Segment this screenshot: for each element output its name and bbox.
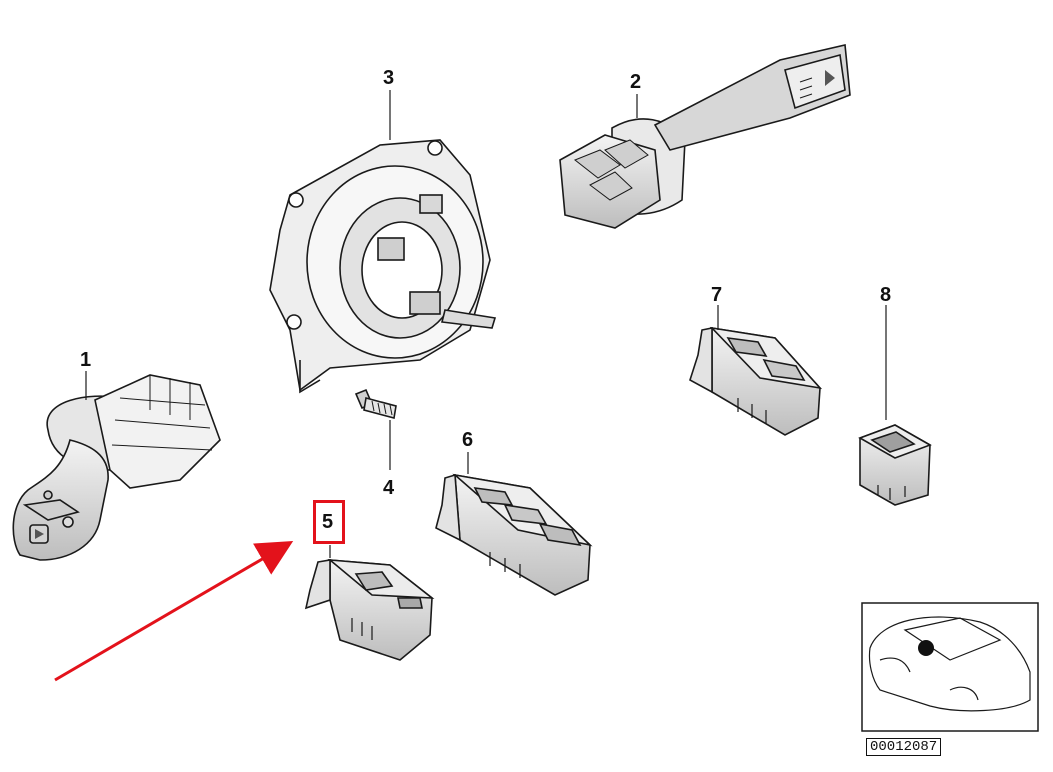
reference-code: 00012087: [866, 738, 942, 756]
highlight-box: [313, 500, 345, 544]
part-6-switch-block: [435, 473, 593, 596]
part-7-switch-block: [689, 326, 823, 436]
callout-2: 2: [630, 71, 642, 93]
vehicle-locator-drawing: [861, 602, 1039, 732]
callout-7: 7: [711, 284, 723, 306]
part-8-rocker-switch: [858, 424, 932, 506]
callout-1: 1: [80, 349, 92, 371]
callout-8: 8: [880, 284, 892, 306]
part-2-wiper-switch: [559, 44, 851, 229]
callout-3: 3: [383, 67, 395, 89]
red-arrow-icon: [54, 540, 294, 682]
part-1-turn-signal-switch: [12, 374, 221, 561]
callout-5: 5: [322, 511, 334, 533]
callout-4: 4: [383, 477, 395, 499]
part-4-screw: [354, 388, 397, 419]
callout-6: 6: [462, 429, 474, 451]
part-3-switch-housing: [269, 139, 497, 394]
part-5-switch-block: [304, 558, 435, 661]
